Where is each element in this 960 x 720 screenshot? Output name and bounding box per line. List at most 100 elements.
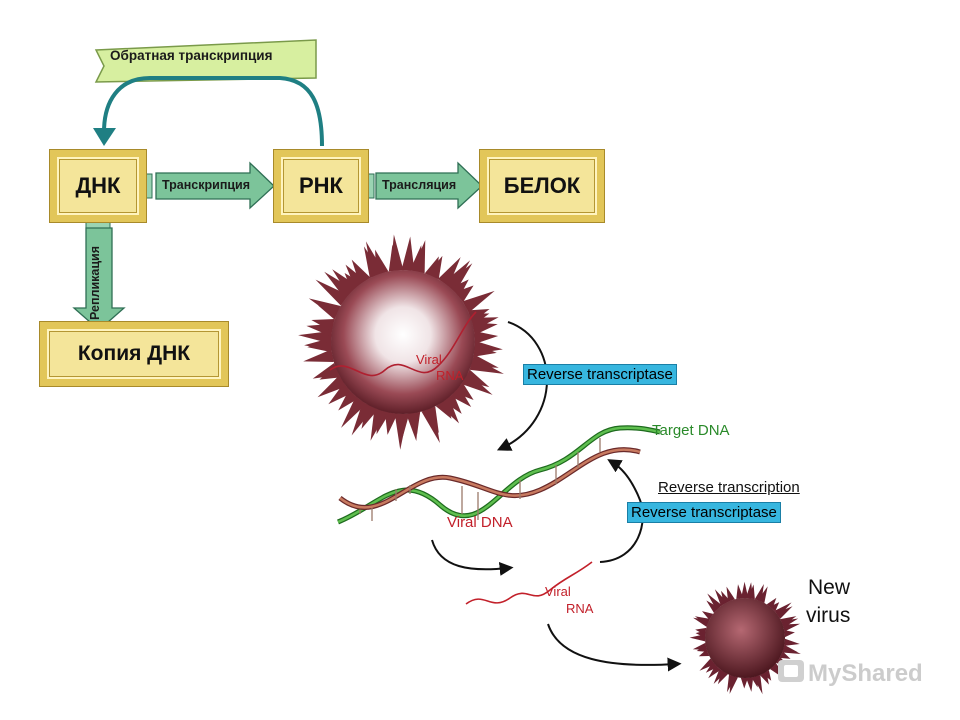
virus-spike xyxy=(706,600,719,613)
protein-box: БЕЛОК xyxy=(479,149,605,223)
virus-spike xyxy=(324,271,354,300)
virus-illustration xyxy=(298,234,504,450)
virus-spike xyxy=(341,396,367,428)
virus-spike xyxy=(740,677,748,689)
virus-spike xyxy=(435,399,452,419)
virus-spike xyxy=(303,349,334,363)
dna-box: ДНК xyxy=(49,149,147,223)
reverse-transcriptase-tag-2: Reverse transcriptase xyxy=(627,502,781,523)
virus-to-dna-arrow xyxy=(496,321,548,451)
viral-rna-strand xyxy=(329,311,477,377)
virus-spike xyxy=(757,586,768,603)
virus-spike xyxy=(782,623,801,632)
virus-spike xyxy=(424,256,439,279)
new-virus-line1: New xyxy=(808,576,851,599)
virus-spike xyxy=(394,413,408,450)
virus-spike xyxy=(450,279,469,298)
virus-spike xyxy=(401,236,415,271)
virus-body xyxy=(331,270,475,414)
rna-box: РНК xyxy=(273,149,369,223)
replication-label: Репликация xyxy=(88,245,103,321)
virus-spike xyxy=(769,602,780,612)
virus-spike xyxy=(694,616,710,626)
replication-arrow xyxy=(72,227,126,331)
virus-spike xyxy=(462,290,495,313)
virus-spike xyxy=(782,645,801,655)
virus-spike xyxy=(726,674,736,693)
virus-spike xyxy=(421,407,440,443)
virus-spike xyxy=(323,375,347,393)
virus-spike xyxy=(708,664,721,679)
reverse-transcription-label: Обратная транскрипция xyxy=(110,48,273,63)
virus-spike xyxy=(776,606,793,619)
virus-spike xyxy=(472,322,498,336)
virus-spike xyxy=(701,611,714,620)
virus-spike xyxy=(692,642,707,650)
rna-label-2: RNA xyxy=(566,601,594,616)
new-viral-rna-strand xyxy=(465,561,593,605)
transcription-arrow xyxy=(155,161,275,210)
virus-spike xyxy=(717,670,728,685)
virus-spike xyxy=(308,298,341,318)
virus-spike xyxy=(315,279,349,306)
virus-spike xyxy=(375,249,389,276)
watermark-text: MyShared xyxy=(808,660,923,687)
virus-spike xyxy=(463,369,490,388)
virus-spike xyxy=(746,677,754,692)
virus-spike xyxy=(751,675,759,688)
virus-spike xyxy=(351,259,371,285)
myshared-logo xyxy=(778,660,804,682)
new-virus-line2: virus xyxy=(806,604,851,627)
virus-spike xyxy=(747,584,755,600)
virus-spike xyxy=(461,372,493,395)
virus-spike xyxy=(779,651,791,659)
virus-spike xyxy=(311,318,335,332)
virus-spike xyxy=(450,386,472,408)
virus-spike xyxy=(423,406,439,434)
virus-spike xyxy=(721,590,731,605)
virus-spike xyxy=(473,343,497,357)
virus-spike xyxy=(328,382,353,405)
target-dna-label: Target DNA xyxy=(652,422,730,439)
translation-arrow xyxy=(375,161,483,210)
reverse-transcription-loop xyxy=(102,76,324,147)
virus-spike xyxy=(713,668,726,684)
rna-to-new-virus-arrow xyxy=(547,623,682,672)
virus-spike xyxy=(784,638,800,646)
virus-spike xyxy=(351,401,375,436)
virus-spike xyxy=(370,408,387,441)
virus-spike xyxy=(741,581,749,599)
viral-label-2: Viral xyxy=(545,584,571,599)
virus-spike xyxy=(312,362,339,379)
virus-spike xyxy=(784,629,795,638)
virus-spike xyxy=(695,627,707,635)
dna-double-helix xyxy=(337,425,661,525)
virus-spike xyxy=(454,285,474,303)
dna-copy-box: Копия ДНК xyxy=(39,321,229,387)
virus-spike xyxy=(707,593,722,610)
virus-spike xyxy=(759,671,769,685)
rna-label-1: RNA xyxy=(436,368,464,383)
virus-spike xyxy=(298,330,332,344)
reverse-transcription-text: Reverse transcription xyxy=(658,479,800,496)
dna-to-rna-arrow xyxy=(431,539,514,576)
virus-spike xyxy=(411,240,426,274)
reverse-transcription-arrowhead xyxy=(93,128,116,146)
virus-spike xyxy=(699,658,715,671)
virus-body xyxy=(705,598,785,678)
virus-spike xyxy=(474,330,499,344)
virus-spike xyxy=(736,584,744,599)
transcription-label: Транскрипция xyxy=(162,178,251,192)
virus-spike xyxy=(437,257,461,287)
virus-spike xyxy=(469,357,504,374)
virus-spike xyxy=(384,411,398,435)
virus-spike xyxy=(726,586,735,602)
reverse-transcriptase-tag-1: Reverse transcriptase xyxy=(523,364,677,385)
virus-spike xyxy=(390,234,404,272)
virus-spike xyxy=(445,263,473,293)
virus-spike xyxy=(406,412,419,442)
virus-spike xyxy=(705,661,718,673)
translation-label: Трансляция xyxy=(382,178,457,192)
viral-label-1: Viral xyxy=(416,352,442,367)
